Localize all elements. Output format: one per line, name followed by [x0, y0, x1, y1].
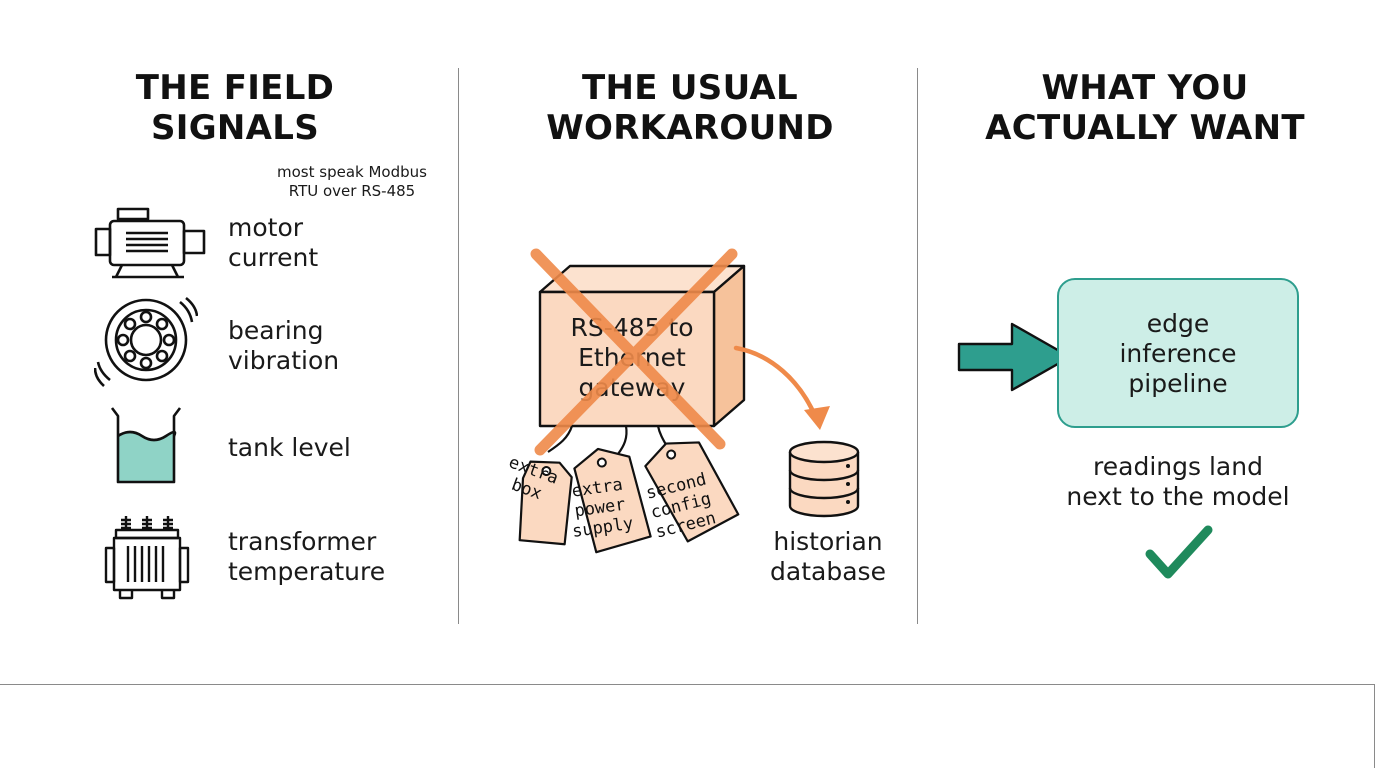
label-line: next to the model: [1066, 482, 1290, 511]
pipeline-box: [1057, 278, 1299, 428]
label-line: tank level: [228, 433, 351, 462]
heading-field-signals: THE FIELD SIGNALS: [80, 68, 390, 148]
label-line: pipeline: [1128, 369, 1228, 398]
heading-line: ACTUALLY WANT: [985, 108, 1305, 148]
label-line: database: [770, 557, 886, 586]
signal-label-bearing-vibration: bearing vibration: [228, 316, 339, 376]
note-line: most speak Modbus: [277, 163, 427, 181]
tag-second-config-screen: [644, 441, 740, 543]
signal-label-transformer-temperature: transformer temperature: [228, 527, 385, 587]
signal-label-motor-current: motor current: [228, 213, 318, 273]
heading-usual-workaround: THE USUAL WORKAROUND: [500, 68, 880, 148]
note-line: RTU over RS-485: [288, 182, 416, 200]
label-line: current: [228, 243, 319, 272]
heading-line: SIGNALS: [150, 108, 320, 148]
label-line: transformer: [228, 527, 377, 556]
modbus-note: most speak Modbus RTU over RS-485: [262, 163, 442, 201]
label-line: edge: [1146, 309, 1210, 338]
gateway-box: [538, 264, 746, 428]
checkmark-icon: [1145, 525, 1213, 579]
tag-extra-power-supply: [573, 447, 652, 554]
tank-icon: [110, 407, 182, 484]
transformer-icon: [104, 516, 190, 600]
curved-arrow-head: [804, 406, 830, 430]
column-divider-2: [917, 68, 918, 624]
label-line: temperature: [228, 557, 386, 586]
workaround-illustration: [518, 264, 860, 554]
curved-arrow: [733, 345, 819, 421]
pipeline-label: edge inference pipeline: [1057, 309, 1299, 399]
label-line: vibration: [228, 346, 340, 375]
heading-line: THE USUAL: [581, 68, 799, 108]
label-line: motor: [228, 213, 304, 242]
label-line: inference: [1119, 339, 1237, 368]
tag-extra-box: [518, 460, 573, 546]
database-icon: [788, 440, 860, 518]
arrow-right-icon: [957, 322, 1072, 392]
column-divider-1: [458, 68, 459, 624]
bearing-icon: [94, 296, 198, 387]
heading-what-you-want: WHAT YOU ACTUALLY WANT: [960, 68, 1330, 148]
heading-line: WHAT YOU: [1041, 68, 1249, 108]
motor-icon: [94, 207, 206, 279]
signal-label-tank-level: tank level: [228, 433, 351, 463]
cross-out-icon: [530, 248, 738, 456]
label-line: historian: [773, 527, 883, 556]
tag-label-extra-power-supply: extra power supply: [558, 473, 642, 543]
label-line: readings land: [1093, 452, 1263, 481]
heading-line: THE FIELD: [135, 68, 335, 108]
historian-label: historian database: [760, 527, 896, 587]
pipeline-caption: readings land next to the model: [1040, 452, 1316, 512]
label-line: bearing: [228, 316, 324, 345]
bottom-panel-border: [0, 684, 1375, 768]
heading-line: WORKAROUND: [546, 108, 834, 148]
